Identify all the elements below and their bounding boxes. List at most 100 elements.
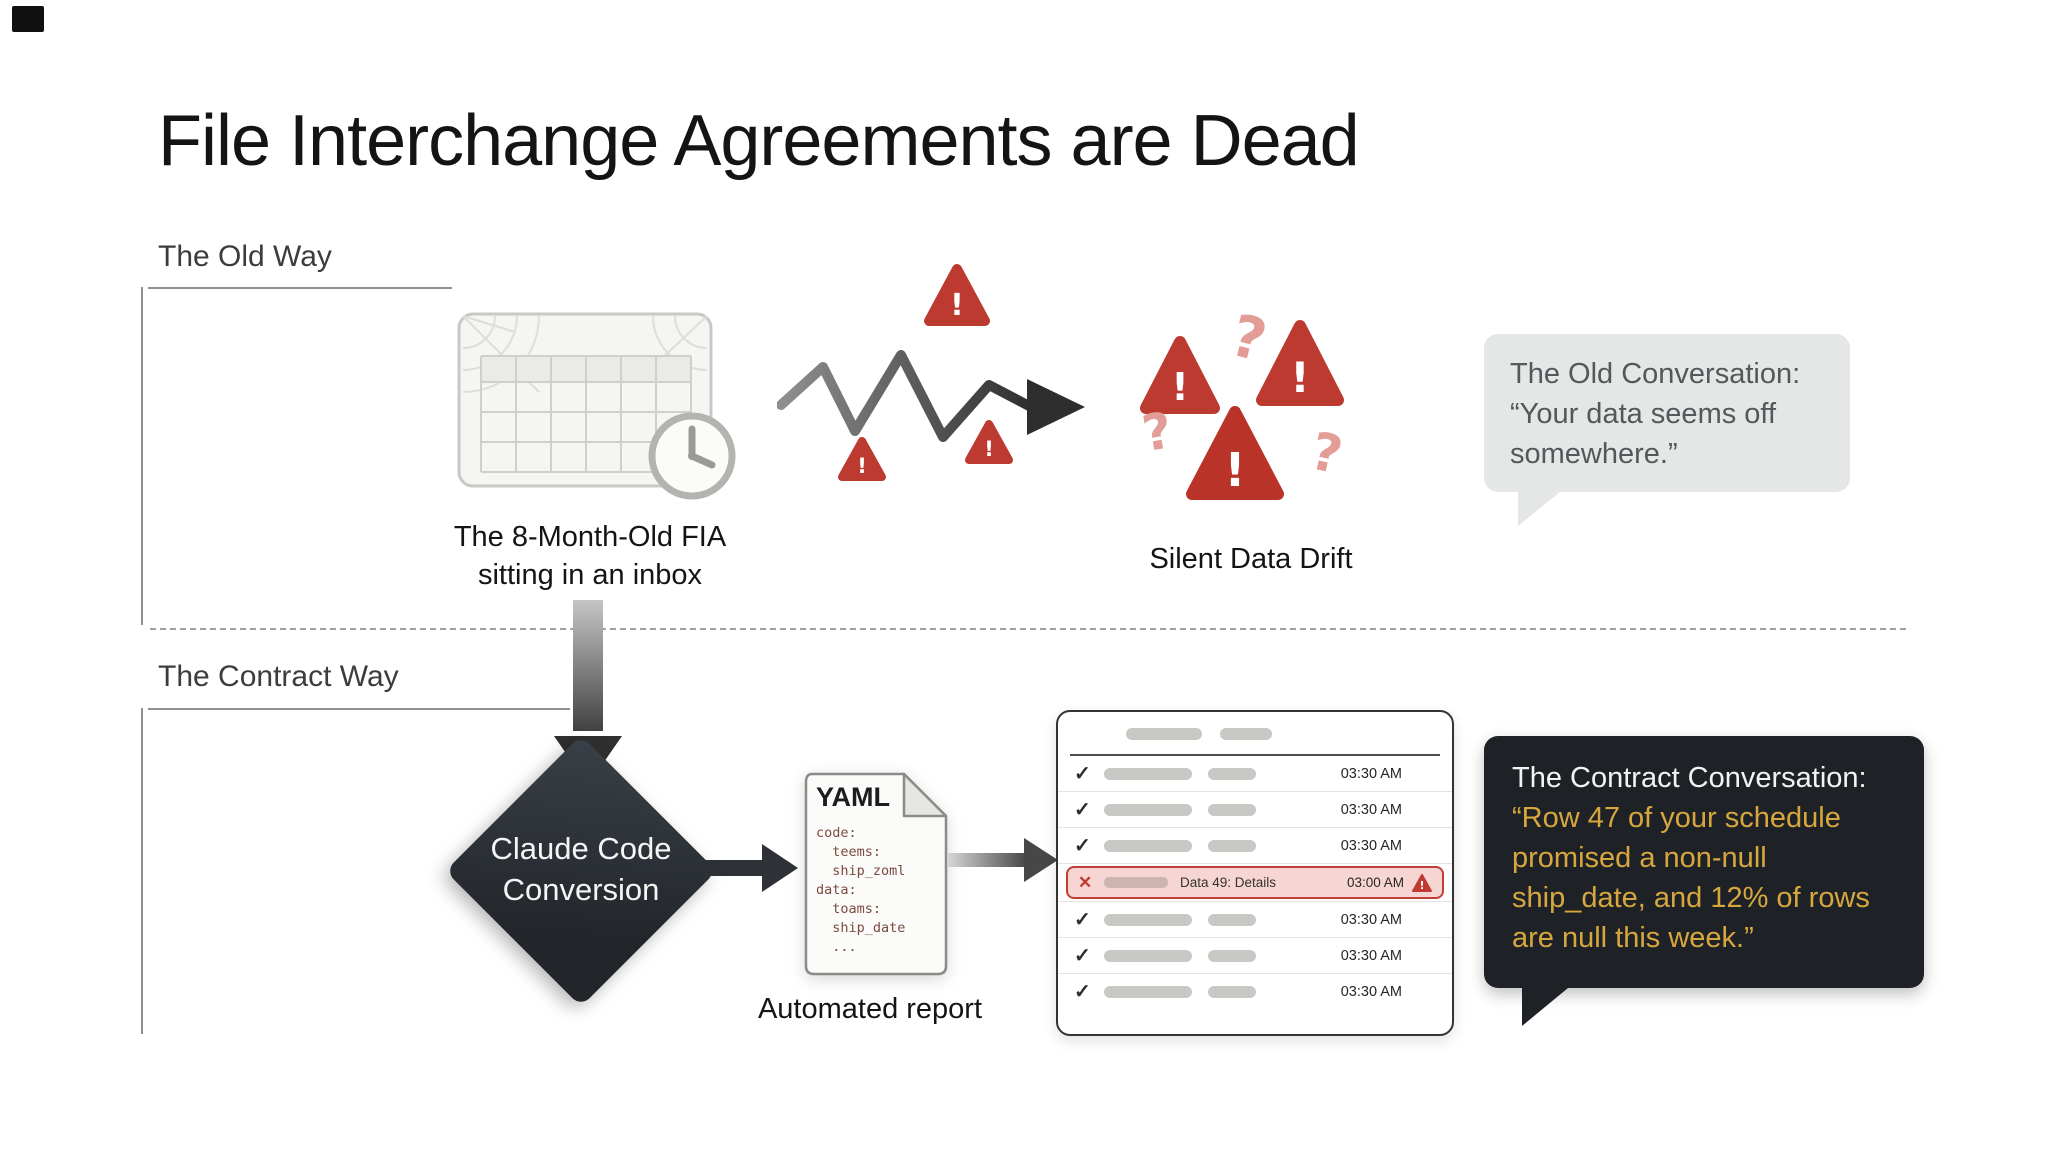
svg-text:!: ! [984,437,994,461]
report-row: ✓ 03:30 AM [1058,828,1452,864]
row-pill [1208,839,1256,852]
old-way-bracket-line [141,287,143,625]
diamond-label-line2: Conversion [502,872,660,907]
arrowhead [1027,379,1085,435]
check-icon: ✓ [1074,945,1091,967]
yaml-code-line: teems: [816,844,882,860]
silent-drift-warning-cluster: ! ! ! ? ? ? [1138,301,1347,500]
clock-icon [648,412,736,500]
question-mark-icon: ? [1305,422,1347,487]
error-row-time: 03:00 AM [1346,875,1404,890]
svg-text:!: ! [950,288,964,323]
row-time: 03:30 AM [1340,765,1402,782]
svg-text:!: ! [1225,443,1246,497]
fia-caption: The 8-Month-Old FIA sitting in an inbox [430,518,750,594]
old-conversation-line: somewhere.” [1510,438,1678,470]
report-row: ✓ 03:30 AM [1058,974,1452,1009]
alert-triangle-icon: ! [924,264,990,326]
row-pill [1208,985,1256,998]
arrowhead [1024,838,1058,882]
old-conversation-line: “Your data seems off [1510,398,1776,430]
row-pill [1104,985,1192,998]
svg-text:!: ! [1290,353,1309,402]
diamond-label: Claude Code Conversion [445,828,717,910]
yaml-to-report-arrow [948,838,1058,882]
arrowhead [762,844,798,892]
row-time: 03:30 AM [1340,947,1402,964]
alert-triangle-icon: ! [838,437,886,481]
report-card-header [1058,712,1452,740]
row-pill [1208,767,1256,780]
diamond-label-line1: Claude Code [490,831,672,866]
section-divider-dashed [150,628,1906,630]
check-icon: ✓ [1074,981,1091,1003]
header-divider [1070,754,1440,756]
cross-icon: ✕ [1078,872,1093,892]
row-pill [1208,913,1256,926]
yaml-code-line: ship_date [816,920,906,936]
fia-caption-line1: The 8-Month-Old FIA [453,521,727,553]
contract-way-underline [148,708,570,710]
error-row-label: Data 49: Details [1180,875,1277,890]
report-row-error: ✕ Data 49: Details 03:00 AM ! [1058,866,1452,902]
yaml-code-line: ship_zoml [816,863,906,879]
svg-text:!: ! [857,454,867,478]
automated-report-caption: Automated report [757,993,983,1025]
page-title: File Interchange Agreements are Dead [158,101,1360,181]
row-pill [1104,949,1192,962]
alert-triangle-icon: ! [965,420,1013,464]
svg-text:!: ! [1419,879,1424,892]
row-time: 03:30 AM [1340,911,1402,928]
warning-triangle-icon: ! [1412,873,1432,892]
row-time: 03:30 AM [1340,983,1402,1000]
report-row: ✓ 03:30 AM [1058,938,1452,974]
contract-way-bracket-line [141,708,143,1034]
section-label-old-way: The Old Way [158,240,332,273]
top-left-marker [12,6,44,32]
contract-conversation-line: are null this week.” [1512,922,1754,954]
old-way-underline [148,287,452,289]
question-mark-icon: ? [1224,301,1273,375]
warning-triangle-icon: ! [1186,406,1284,500]
yaml-document-icon [804,772,948,976]
check-icon: ✓ [1074,835,1091,857]
old-conversation-heading: The Old Conversation: [1510,358,1801,390]
yaml-code-line: data: [816,882,857,898]
row-pill [1104,839,1192,852]
warning-triangle-icon: ! [1140,336,1220,414]
diamond-to-yaml-arrow [700,844,798,892]
row-pill [1208,949,1256,962]
contract-conversation-heading: The Contract Conversation: [1512,762,1867,794]
yaml-code-block: code: teems: ship_zoml data: toams: ship… [816,824,905,957]
spreadsheet-grid [480,355,692,473]
contract-conversation-line: “Row 47 of your schedule [1512,802,1841,834]
fia-caption-line2: sitting in an inbox [477,559,703,591]
warning-triangle-icon: ! [1256,320,1344,406]
report-row: ✓ 03:30 AM [1058,902,1452,938]
header-pill [1126,728,1202,740]
yaml-code-line: toams: [816,901,882,917]
report-card: ✓ 03:30 AM ✓ 03:30 AM ✓ [1056,710,1454,1036]
row-time: 03:30 AM [1340,801,1402,818]
old-conversation-bubble: The Old Conversation: “Your data seems o… [1484,334,1850,526]
row-pill [1104,803,1192,816]
check-icon: ✓ [1074,763,1091,785]
svg-text:!: ! [1171,365,1188,409]
row-pill [1104,767,1192,780]
row-pill [1104,913,1192,926]
row-time: 03:30 AM [1340,837,1402,854]
report-row: ✓ 03:30 AM [1058,756,1452,792]
drift-caption: Silent Data Drift [1149,543,1353,575]
yaml-code-line: ... [816,939,857,955]
zigzag-drift-arrow: ! ! ! [777,264,1085,481]
check-icon: ✓ [1074,799,1091,821]
header-pill [1220,728,1272,740]
section-label-contract-way: The Contract Way [158,660,399,693]
yaml-code-line: code: [816,825,857,841]
row-pill [1104,877,1168,888]
contract-conversation-line: promised a non-null [1512,842,1767,874]
folded-corner [902,772,948,818]
yaml-title: YAML [816,782,891,812]
row-pill [1208,803,1256,816]
